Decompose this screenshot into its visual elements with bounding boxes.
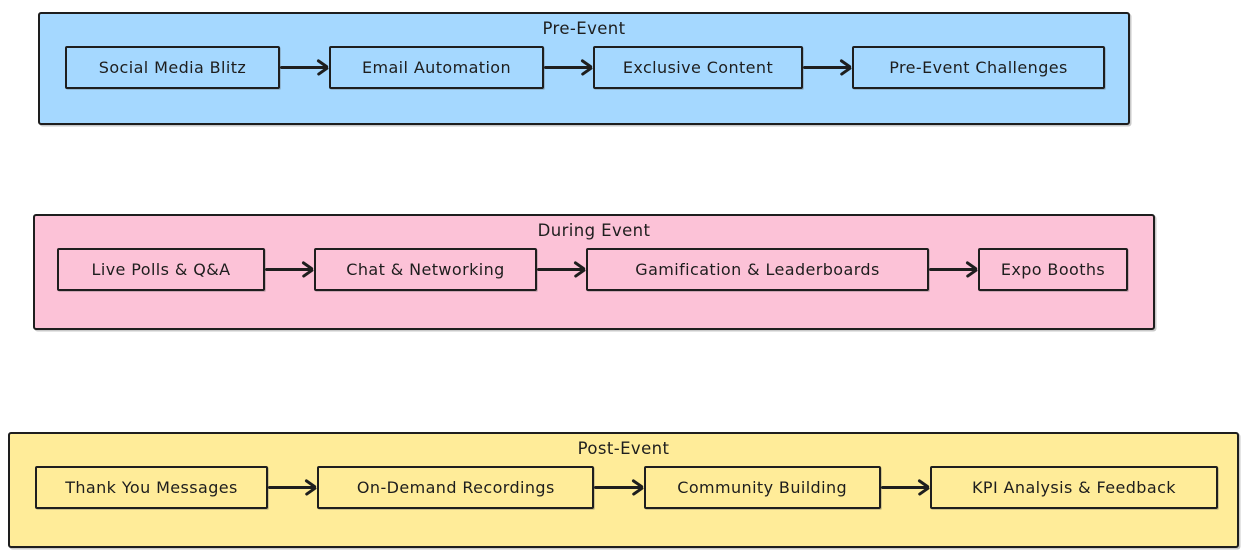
lane-flow-row: Thank You Messages On-Demand Recordings … [10,466,1237,509]
arrow-shaft [537,268,584,271]
lane-flow-row: Social Media Blitz Email Automation Excl… [40,46,1128,89]
flow-node-kpi-analysis-feedback: KPI Analysis & Feedback [929,466,1218,509]
lane-post-event: Post-Event Thank You Messages On-Demand … [8,432,1239,548]
arrow-shaft [544,66,591,69]
arrow-shaft [929,268,976,271]
flow-arrow-icon [544,58,593,78]
flow-arrow-icon [537,260,586,280]
flow-node-email-automation: Email Automation [329,46,544,89]
flow-arrow-icon [268,478,317,498]
flow-node-exclusive-content: Exclusive Content [593,46,803,89]
lane-title-during-event: During Event [537,221,651,240]
arrow-shaft [880,486,928,489]
arrow-shaft [265,268,312,271]
flow-arrow-icon [594,478,643,498]
lane-title-pre-event: Pre-Event [542,19,626,38]
flow-node-community-building: Community Building [643,466,881,509]
flow-arrow-icon [265,260,314,280]
flow-node-on-demand-recordings: On-Demand Recordings [317,466,595,509]
flow-node-expo-booths: Expo Booths [978,248,1128,291]
flow-node-pre-event-challenges: Pre-Event Challenges [852,46,1105,89]
flow-node-social-media-blitz: Social Media Blitz [65,46,280,89]
lane-during-event: During Event Live Polls & Q&A Chat & Net… [33,214,1155,330]
flow-arrow-icon [880,478,930,498]
arrow-shaft [594,486,642,489]
flow-arrow-icon [280,58,329,78]
lane-flow-row: Live Polls & Q&A Chat & Networking Gamif… [35,248,1153,291]
flow-arrow-icon [929,260,978,280]
lane-title-post-event: Post-Event [577,439,670,458]
flow-node-thank-you-messages: Thank You Messages [35,466,268,509]
flow-node-live-polls-qa: Live Polls & Q&A [57,248,265,291]
arrow-shaft [268,486,316,489]
flow-node-chat-networking: Chat & Networking [314,248,537,291]
arrow-shaft [803,66,850,69]
lane-pre-event: Pre-Event Social Media Blitz Email Autom… [38,12,1130,125]
arrow-shaft [280,66,327,69]
flow-node-gamification-leaderboards: Gamification & Leaderboards [586,248,929,291]
flow-arrow-icon [803,58,852,78]
